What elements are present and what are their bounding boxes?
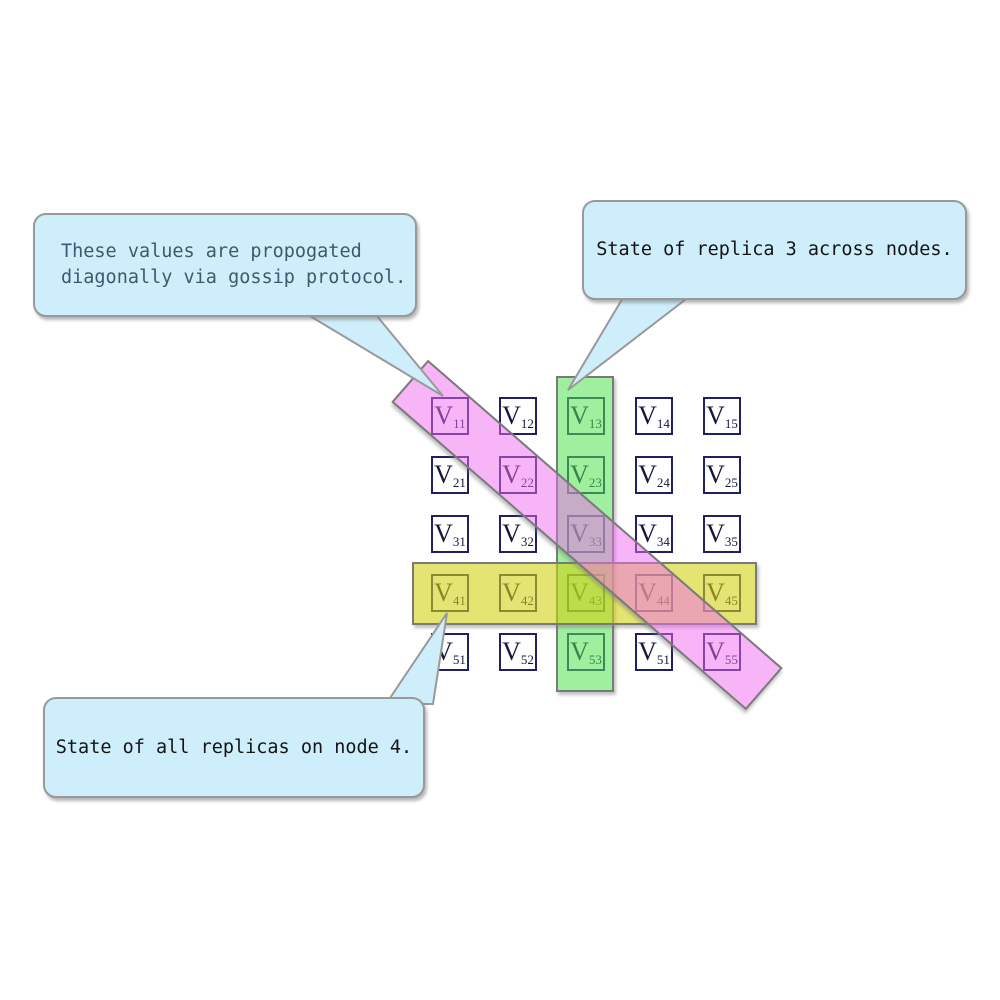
cell-base-label: V xyxy=(434,637,453,666)
cell-base-label: V xyxy=(638,460,657,489)
gossip-callout: These values are propogated diagonally v… xyxy=(33,213,417,317)
cell-subscript: 14 xyxy=(656,415,670,431)
node-callout: State of all replicas on node 4. xyxy=(43,697,425,798)
cell-subscript: 31 xyxy=(452,533,466,549)
gossip-callout-line2: diagonally via gossip protocol. xyxy=(61,267,407,288)
cell-subscript: 21 xyxy=(452,474,466,490)
cell-subscript: 12 xyxy=(520,415,534,431)
cell-subscript: 24 xyxy=(656,474,670,490)
cell-base-label: V xyxy=(706,460,725,489)
cell-subscript: 15 xyxy=(724,415,738,431)
cell-base-label: V xyxy=(502,519,521,548)
cell-base-label: V xyxy=(434,519,453,548)
cell-base-label: V xyxy=(638,637,657,666)
cell-base-label: V xyxy=(502,637,521,666)
cell-subscript: 34 xyxy=(656,533,670,549)
cell-subscript: 52 xyxy=(520,651,534,667)
cell-subscript: 32 xyxy=(520,533,534,549)
cell-base-label: V xyxy=(706,519,725,548)
cell-subscript: 35 xyxy=(724,533,738,549)
cell-subscript: 51 xyxy=(656,651,670,667)
cell-base-label: V xyxy=(434,460,453,489)
replica-callout: State of replica 3 across nodes. xyxy=(582,200,967,300)
cell-base-label: V xyxy=(638,401,657,430)
gossip-callout-line1: These values are propogated xyxy=(61,241,362,262)
node-callout-text: State of all replicas on node 4. xyxy=(55,736,413,758)
replica-callout-text: State of replica 3 across nodes. xyxy=(596,239,953,260)
cell-subscript: 51 xyxy=(452,651,466,667)
cell-subscript: 25 xyxy=(724,474,738,490)
cell-base-label: V xyxy=(706,401,725,430)
cell-base-label: V xyxy=(638,519,657,548)
cell-base-label: V xyxy=(502,401,521,430)
